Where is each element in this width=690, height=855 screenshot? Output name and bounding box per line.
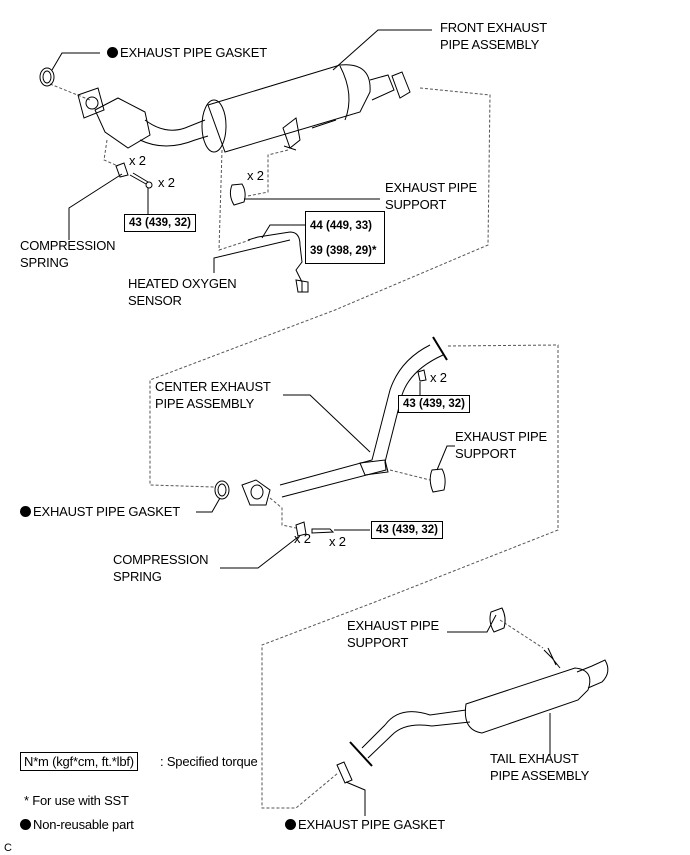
figure-code: C	[4, 842, 12, 854]
legend-sst-note: * For use with SST	[24, 793, 129, 808]
center-bolt-torque-box: 43 (439, 32)	[371, 521, 444, 539]
center-assembly-label: CENTER EXHAUST PIPE ASSEMBLY	[155, 378, 271, 412]
center-support-label: EXHAUST PIPE SUPPORT	[455, 428, 547, 462]
tail-gasket-label: EXHAUST PIPE GASKET	[285, 816, 445, 833]
torque-value-sst: 39 (398, 29)*	[310, 245, 377, 257]
label-text: EXHAUST PIPE GASKET	[298, 817, 445, 832]
non-reusable-dot-icon	[20, 819, 31, 830]
label-line: SPRING	[20, 255, 69, 270]
label-line: PIPE ASSEMBLY	[490, 768, 590, 783]
label-line: EXHAUST PIPE	[385, 180, 478, 195]
front-support-qty: x 2	[247, 168, 264, 183]
front-gasket-label: EXHAUST PIPE GASKET	[107, 44, 267, 61]
center-spring-qty: x 2	[294, 531, 311, 546]
torque-value: 44 (449, 33)	[310, 220, 373, 232]
label-line: FRONT EXHAUST	[440, 20, 547, 35]
label-line: SUPPORT	[385, 197, 447, 212]
label-text: Non-reusable part	[33, 817, 134, 832]
center-upper-bolt-torque-box: 43 (439, 32)	[398, 395, 471, 413]
tail-assembly-label: TAIL EXHAUST PIPE ASSEMBLY	[490, 750, 589, 784]
center-exhaust-pipe-drawing	[214, 336, 448, 537]
label-line: SENSOR	[128, 293, 182, 308]
center-gasket-label: EXHAUST PIPE GASKET	[20, 503, 180, 520]
tail-support-label: EXHAUST PIPE SUPPORT	[347, 617, 439, 651]
front-support-label: EXHAUST PIPE SUPPORT	[385, 179, 477, 213]
non-reusable-dot-icon	[20, 506, 31, 517]
front-spring-qty: x 2	[129, 153, 146, 168]
label-line: CENTER EXHAUST	[155, 379, 271, 394]
label-line: HEATED OXYGEN	[128, 276, 237, 291]
sensor-label: HEATED OXYGEN SENSOR	[128, 275, 237, 309]
label-line: COMPRESSION	[20, 238, 116, 253]
label-line: COMPRESSION	[113, 552, 209, 567]
front-assembly-label: FRONT EXHAUST PIPE ASSEMBLY	[440, 19, 547, 53]
legend-torque-box: N*m (kgf*cm, ft.*lbf)	[20, 752, 138, 771]
front-spring-label: COMPRESSION SPRING	[20, 237, 116, 271]
front-exhaust-pipe-drawing	[39, 64, 411, 293]
non-reusable-dot-icon	[285, 819, 296, 830]
center-spring-label: COMPRESSION SPRING	[113, 551, 209, 585]
label-line: PIPE ASSEMBLY	[440, 37, 540, 52]
label-text: EXHAUST PIPE GASKET	[33, 504, 180, 519]
legend-non-reusable: Non-reusable part	[20, 816, 134, 833]
label-line: EXHAUST PIPE	[347, 618, 440, 633]
label-line: SUPPORT	[347, 635, 409, 650]
label-line: EXHAUST PIPE	[455, 429, 548, 444]
label-line: TAIL EXHAUST	[490, 751, 579, 766]
legend-torque-desc: : Specified torque	[160, 754, 258, 769]
leader-lines	[51, 29, 551, 816]
assembly-dashed-lines	[49, 83, 559, 809]
tail-exhaust-pipe-drawing	[336, 607, 609, 784]
label-line: SPRING	[113, 569, 162, 584]
center-bolt-qty: x 2	[329, 534, 346, 549]
sensor-torque-box: 44 (449, 33) 39 (398, 29)*	[305, 211, 385, 264]
center-upper-bolt-qty: x 2	[430, 370, 447, 385]
non-reusable-dot-icon	[107, 47, 118, 58]
label-line: SUPPORT	[455, 446, 517, 461]
front-bolt-torque-box: 43 (439, 32)	[124, 214, 197, 232]
front-bolt-qty: x 2	[158, 175, 175, 190]
label-line: PIPE ASSEMBLY	[155, 396, 255, 411]
label-text: EXHAUST PIPE GASKET	[120, 45, 267, 60]
